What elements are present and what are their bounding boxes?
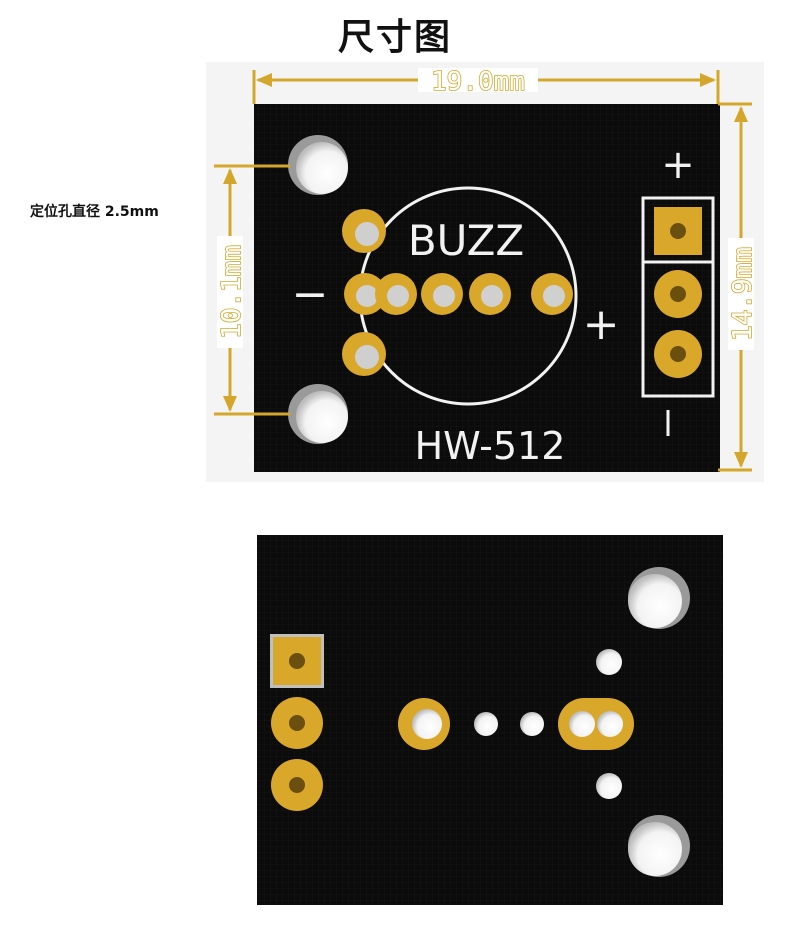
pad-small-bottom	[342, 332, 386, 376]
back-header-pin-1-square	[270, 634, 324, 688]
back-pad-large	[398, 698, 450, 750]
dimension-height-right-label: 14.9mm	[728, 247, 758, 341]
back-mounting-hole-bottom-right	[628, 815, 690, 877]
back-small-hole-bottom	[596, 773, 622, 799]
dimension-height-right: 14.9mm	[718, 102, 759, 472]
dimension-width: 19.0mm	[252, 66, 720, 104]
header-pin-3	[654, 330, 702, 378]
pad-row-2	[375, 273, 417, 315]
pad-row-5	[531, 273, 573, 315]
bottom-board	[257, 535, 723, 905]
header-pin-1-square	[654, 207, 702, 255]
back-header-pin-3	[271, 759, 323, 811]
back-header-pin-2	[271, 697, 323, 749]
back-small-hole-top	[596, 649, 622, 675]
back-via-1	[474, 712, 498, 736]
pad-small-top	[342, 209, 386, 253]
silk-plus-top: +	[661, 142, 695, 188]
silk-buzz-label: BUZZ	[408, 216, 524, 265]
silk-model-label: HW-512	[415, 424, 566, 468]
pad-row-3	[421, 273, 463, 315]
back-mounting-hole-top-right	[628, 567, 690, 629]
pad-row-1	[344, 273, 386, 315]
header-pin-2	[654, 270, 702, 318]
silk-minus-left: −	[292, 269, 329, 320]
mounting-hole-note: 定位孔直径 2.5mm	[30, 204, 159, 220]
back-via-2	[520, 712, 544, 736]
pad-row-4	[469, 273, 511, 315]
back-pad-double	[558, 698, 634, 750]
page-title: 尺寸图	[337, 17, 452, 58]
header-outline	[641, 196, 715, 398]
top-board: BUZZ HW-512 + + −	[206, 62, 764, 482]
mounting-hole-bottom-left	[288, 384, 348, 444]
mounting-hole-top-left	[288, 135, 348, 195]
dimension-height-left-label: 10.1mm	[217, 245, 247, 339]
silk-plus-mid: +	[583, 299, 620, 350]
dimension-width-label: 19.0mm	[431, 67, 525, 97]
dimension-height-left: 10.1mm	[214, 164, 290, 416]
